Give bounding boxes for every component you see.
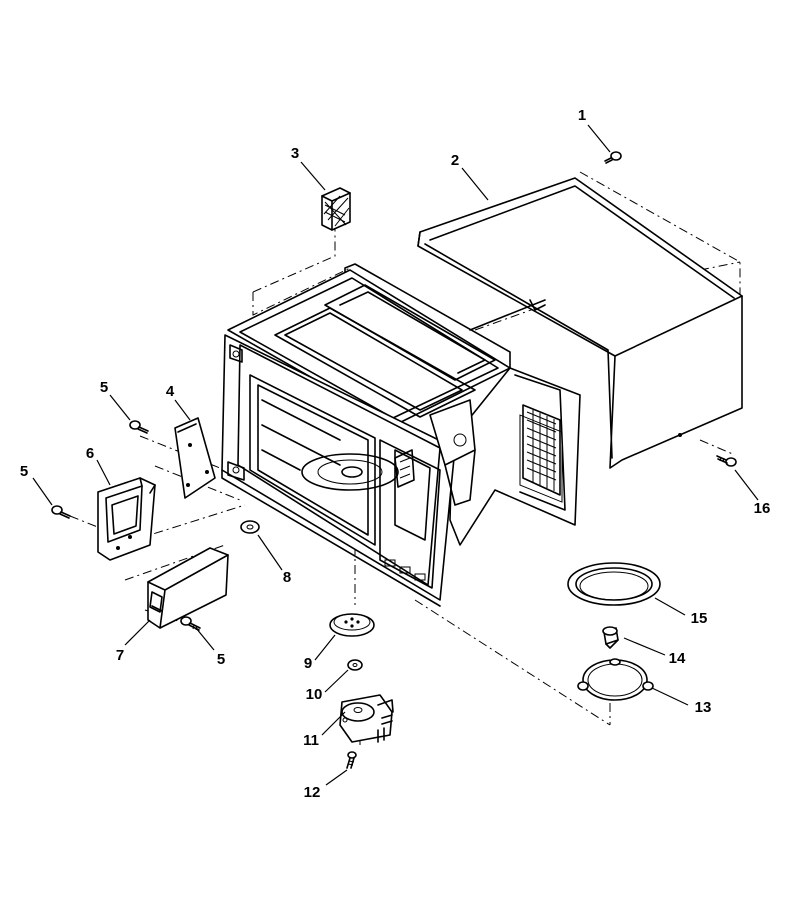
leader-lines [32,124,759,786]
callout-5b: 5 [20,463,28,480]
roller-coupling-part [602,626,619,649]
callout-2: 2 [451,152,459,169]
screw-part-1 [604,151,622,164]
screw-part-5c [180,616,201,631]
latch-housing-part [147,547,229,629]
outer-cabinet [417,177,743,469]
plate-part [174,417,216,499]
callout-1: 1 [578,107,586,124]
door-bracket-part [97,477,156,561]
callout-6: 6 [86,445,94,462]
callout-9: 9 [304,655,312,672]
cushion-part [321,187,351,231]
callout-10: 10 [306,686,323,703]
callout-13: 13 [695,699,712,716]
callout-5a: 5 [100,379,108,396]
screw-part-5b [51,505,71,519]
callout-4: 4 [166,383,175,400]
callout-7: 7 [116,647,124,664]
callout-5c: 5 [217,651,225,668]
callout-14: 14 [669,650,686,667]
roller-ring-part [577,658,654,701]
callout-12: 12 [304,784,321,801]
turntable-tray-part [567,562,661,606]
callout-15: 15 [691,610,708,627]
callout-11: 11 [303,732,319,749]
oven-cavity-chassis [221,263,581,607]
callout-8: 8 [283,569,291,586]
small-washer-part [347,659,363,671]
screw-part-16 [716,455,737,467]
coupling-part [329,613,375,637]
washer-part [240,520,260,534]
turntable-motor-part [339,694,394,743]
callout-3: 3 [291,145,299,162]
screw-part-5a [129,420,149,434]
callout-16: 16 [754,500,771,517]
screw-part-12 [346,751,357,769]
callout-labels: 1 2 3 4 5 5 5 6 7 8 9 10 11 12 13 14 15 … [20,107,771,801]
